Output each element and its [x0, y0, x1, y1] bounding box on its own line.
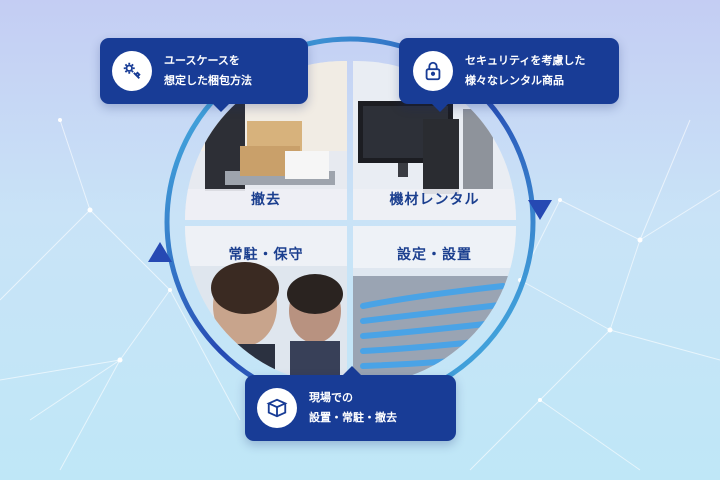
- callout-line: ユースケースを: [164, 54, 240, 67]
- callout-onsite: 現場での 設置・常駐・撤去: [245, 366, 456, 441]
- callout-packing: ユースケースを 想定した梱包方法: [100, 38, 308, 112]
- callout-line: 設置・常駐・撤去: [309, 411, 397, 424]
- callout-onsite-text: 現場での 設置・常駐・撤去: [309, 388, 397, 428]
- quadrant-label-setup: 設定・設置: [397, 247, 472, 263]
- box-icon: [257, 388, 297, 428]
- lock-icon: [413, 51, 453, 91]
- callout-line: セキュリティを考慮した: [465, 54, 586, 67]
- callout-packing-text: ユースケースを 想定した梱包方法: [164, 51, 252, 91]
- callout-line: 現場での: [309, 391, 353, 404]
- callout-line: 想定した梱包方法: [164, 74, 252, 87]
- callout-rental-text: セキュリティを考慮した 様々なレンタル商品: [465, 51, 585, 91]
- quadrant-label-removal: 撤去: [251, 192, 281, 208]
- callout-rental: セキュリティを考慮した 様々なレンタル商品: [399, 38, 619, 112]
- quadrant-label-rental: 機材レンタル: [389, 192, 480, 208]
- callout-tail: [212, 103, 230, 112]
- quadrant-support: 常駐・保守: [185, 226, 347, 385]
- arrow-down-right: [528, 200, 552, 220]
- callout-tail: [343, 366, 361, 375]
- quadrant-label-support: 常駐・保守: [228, 247, 304, 263]
- arrow-up-left: [148, 242, 172, 262]
- callout-line: 様々なレンタル商品: [465, 74, 564, 87]
- callout-tail: [431, 103, 449, 112]
- gear-wrench-icon: [112, 51, 152, 91]
- quadrant-setup: 設定・設置: [353, 226, 516, 385]
